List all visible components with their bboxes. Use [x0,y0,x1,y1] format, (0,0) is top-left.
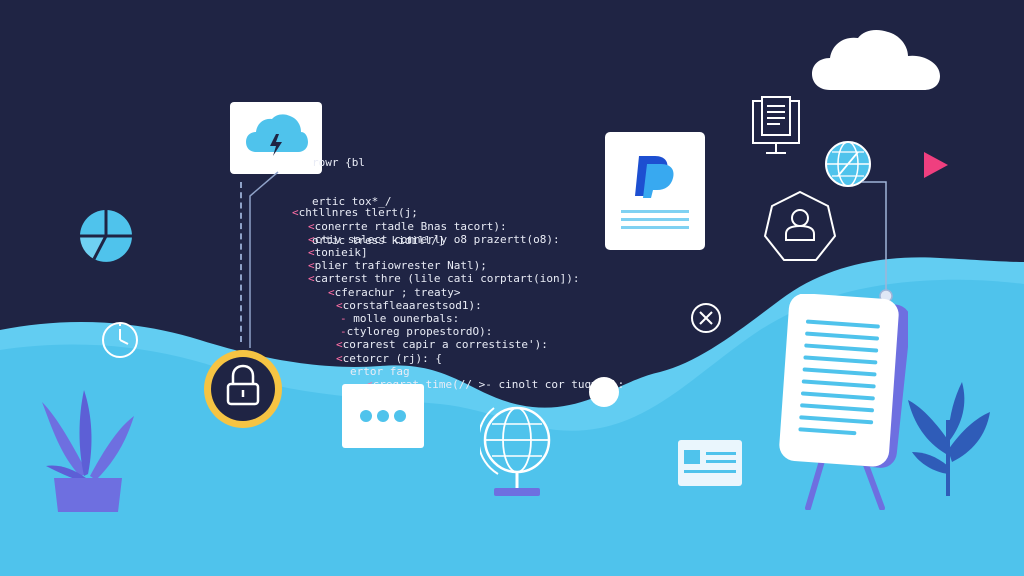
code-tag: < [308,272,315,286]
code-line: <corstafleaarestsod1): [292,299,624,312]
card-line [621,210,689,213]
code-text: carterst thre (lile cati corptart(ion]): [314,272,580,286]
code-tag: < [336,298,343,312]
id-line [706,460,736,463]
code-text: ctyloreg propestordO): [346,325,493,339]
clock-icon [102,322,138,358]
chat-dots [360,410,406,422]
code-tag: - [340,325,347,339]
code-header-line: ertic tox*_/ [312,195,392,208]
code-text: chtllnres tlert(j; [298,206,418,220]
code-tag: < [308,219,315,233]
code-tag: - [340,312,347,326]
code-header: rowr {bl ertic tox*_/ ortic tress kidill… [312,130,444,273]
code-line: <carterst thre (lile cati corptart(ion])… [292,272,624,285]
code-line: <corarest capir a correstiste'): [292,338,624,351]
cloud-card [230,102,322,174]
cloud-lightning-icon [246,114,308,156]
paypal-logo-icon [635,156,674,198]
code-text: corarest capir a correstiste'): [342,338,548,352]
code-text: corstafleaarestsod1): [342,298,482,312]
code-line: - molle ounerbals: [292,312,624,325]
code-line: -ctyloreg propestordO): [292,325,624,338]
code-line: <ctiv salect comnerly o8 prazertt(o8): [292,233,624,246]
user-heptagon-icon [763,190,837,261]
code-text: ctiv salect comnerly o8 prazertt(o8): [314,232,560,246]
code-tag: < [292,206,299,220]
code-tag: < [308,246,315,260]
code-line: <cetorcr (rj): { [292,352,624,365]
pie-chart-icon [80,210,132,262]
code-text: cetorcr (rj): { [342,351,442,365]
code-text: conerrte rtadle Bnas tacort): [314,219,507,233]
globe-icon [825,141,871,187]
code-header-line: rowr {bl [312,156,365,169]
desk-globe-icon [480,406,551,496]
code-text: plier trafiowrester Natl); [314,259,487,273]
code-text: molle ounerbals: [346,312,460,326]
code-line: <chtllnres tlert(j; [292,206,624,219]
card-line [621,226,689,229]
code-line: <tonieik] [292,246,624,259]
document-easel-icon [779,294,908,510]
play-triangle-icon [924,152,948,178]
code-tag: < [308,259,315,273]
dashed-connector-left [240,182,242,342]
code-tag: < [336,338,343,352]
code-line: <plier trafiowrester Natl); [292,259,624,272]
code-line: ertor fag [292,365,624,378]
code-text: tonieik] [314,246,368,260]
chat-dots-icon [342,384,424,448]
id-photo [684,450,700,464]
id-card-icon [678,440,742,486]
card-line [621,218,689,221]
code-line: <conerrte rtadle Bnas tacort): [292,220,624,233]
desktop-document-icon [752,96,800,154]
payment-card [605,132,705,250]
plant-icon [908,382,990,496]
code-block: <chtllnres tlert(j;<conerrte rtadle Bnas… [292,180,624,391]
id-line [684,470,736,473]
potted-plant-icon [42,390,134,512]
close-circle-icon [691,303,721,333]
connector-line [249,171,279,348]
code-tag: < [336,351,343,365]
padlock-icon [204,350,282,428]
code-text: ertor fag [350,364,410,378]
cloud-icon [812,30,940,90]
white-dot [589,377,619,407]
id-line [706,452,736,455]
code-text: cferachur ; treaty> [334,285,461,299]
globe-connector [862,181,893,303]
code-tag: < [328,285,335,299]
code-header-line: ortic tress kidill/] [312,234,445,247]
code-tag: < [308,232,315,246]
code-line: <cferachur ; treaty> [292,286,624,299]
